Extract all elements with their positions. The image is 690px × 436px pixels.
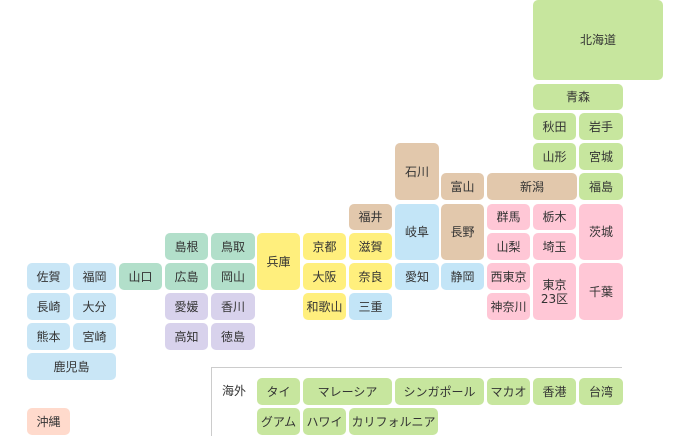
pref-ehime[interactable]: 愛媛 [165, 293, 208, 320]
pref-hokkaido[interactable]: 北海道 [533, 0, 663, 80]
pref-tottori[interactable]: 鳥取 [211, 233, 255, 260]
pref-hyogo[interactable]: 兵庫 [257, 233, 300, 290]
overseas-hawaii[interactable]: ハワイ [303, 408, 346, 435]
pref-yamagata[interactable]: 山形 [533, 143, 576, 170]
pref-hiroshima[interactable]: 広島 [165, 263, 208, 290]
pref-tokyo-23ku[interactable]: 東京 23区 [533, 263, 576, 320]
pref-kagoshima[interactable]: 鹿児島 [27, 353, 116, 380]
pref-oita[interactable]: 大分 [73, 293, 116, 320]
pref-toyama[interactable]: 富山 [441, 173, 484, 200]
pref-kyoto[interactable]: 京都 [303, 233, 346, 260]
pref-ishikawa[interactable]: 石川 [395, 143, 439, 200]
overseas-heading: 海外 [222, 384, 247, 398]
pref-fukushima[interactable]: 福島 [579, 173, 623, 200]
pref-nara[interactable]: 奈良 [349, 263, 392, 290]
pref-ibaraki[interactable]: 茨城 [579, 204, 623, 260]
pref-mie[interactable]: 三重 [349, 293, 392, 320]
pref-nishi-tokyo[interactable]: 西東京 [487, 263, 530, 290]
overseas-divider-vertical [211, 367, 212, 436]
pref-iwate[interactable]: 岩手 [579, 113, 623, 140]
pref-wakayama[interactable]: 和歌山 [303, 293, 346, 320]
pref-chiba[interactable]: 千葉 [579, 263, 623, 320]
pref-gifu[interactable]: 岐阜 [395, 204, 439, 260]
pref-kanagawa[interactable]: 神奈川 [487, 293, 530, 320]
pref-tochigi[interactable]: 栃木 [533, 204, 576, 230]
pref-miyagi[interactable]: 宮城 [579, 143, 623, 170]
pref-gunma[interactable]: 群馬 [487, 204, 530, 230]
overseas-divider-horizontal [211, 367, 622, 368]
overseas-hongkong[interactable]: 香港 [533, 378, 576, 405]
overseas-singapore[interactable]: シンガポール [395, 378, 484, 405]
pref-miyazaki[interactable]: 宮崎 [73, 323, 116, 350]
overseas-macau[interactable]: マカオ [487, 378, 530, 405]
pref-shimane[interactable]: 島根 [165, 233, 208, 260]
pref-kagawa[interactable]: 香川 [211, 293, 255, 320]
pref-fukui[interactable]: 福井 [349, 204, 392, 230]
pref-nagasaki[interactable]: 長崎 [27, 293, 70, 320]
pref-yamaguchi[interactable]: 山口 [119, 263, 162, 290]
pref-kochi[interactable]: 高知 [165, 323, 208, 350]
pref-aichi[interactable]: 愛知 [395, 263, 439, 290]
pref-okayama[interactable]: 岡山 [211, 263, 255, 290]
overseas-california[interactable]: カリフォルニア [349, 408, 438, 435]
pref-osaka[interactable]: 大阪 [303, 263, 346, 290]
pref-saitama[interactable]: 埼玉 [533, 233, 576, 260]
pref-akita[interactable]: 秋田 [533, 113, 576, 140]
pref-niigata[interactable]: 新潟 [487, 173, 577, 200]
pref-fukuoka[interactable]: 福岡 [73, 263, 116, 290]
pref-okinawa[interactable]: 沖縄 [27, 408, 70, 435]
overseas-malaysia[interactable]: マレーシア [303, 378, 392, 405]
overseas-thailand[interactable]: タイ [257, 378, 300, 405]
pref-yamanashi[interactable]: 山梨 [487, 233, 530, 260]
overseas-taiwan[interactable]: 台湾 [579, 378, 623, 405]
pref-saga[interactable]: 佐賀 [27, 263, 70, 290]
pref-nagano[interactable]: 長野 [441, 204, 484, 260]
pref-kumamoto[interactable]: 熊本 [27, 323, 70, 350]
pref-shiga[interactable]: 滋賀 [349, 233, 392, 260]
pref-aomori[interactable]: 青森 [533, 84, 623, 110]
pref-shizuoka[interactable]: 静岡 [441, 263, 484, 290]
pref-tokushima[interactable]: 徳島 [211, 323, 255, 350]
overseas-guam[interactable]: グアム [257, 408, 300, 435]
